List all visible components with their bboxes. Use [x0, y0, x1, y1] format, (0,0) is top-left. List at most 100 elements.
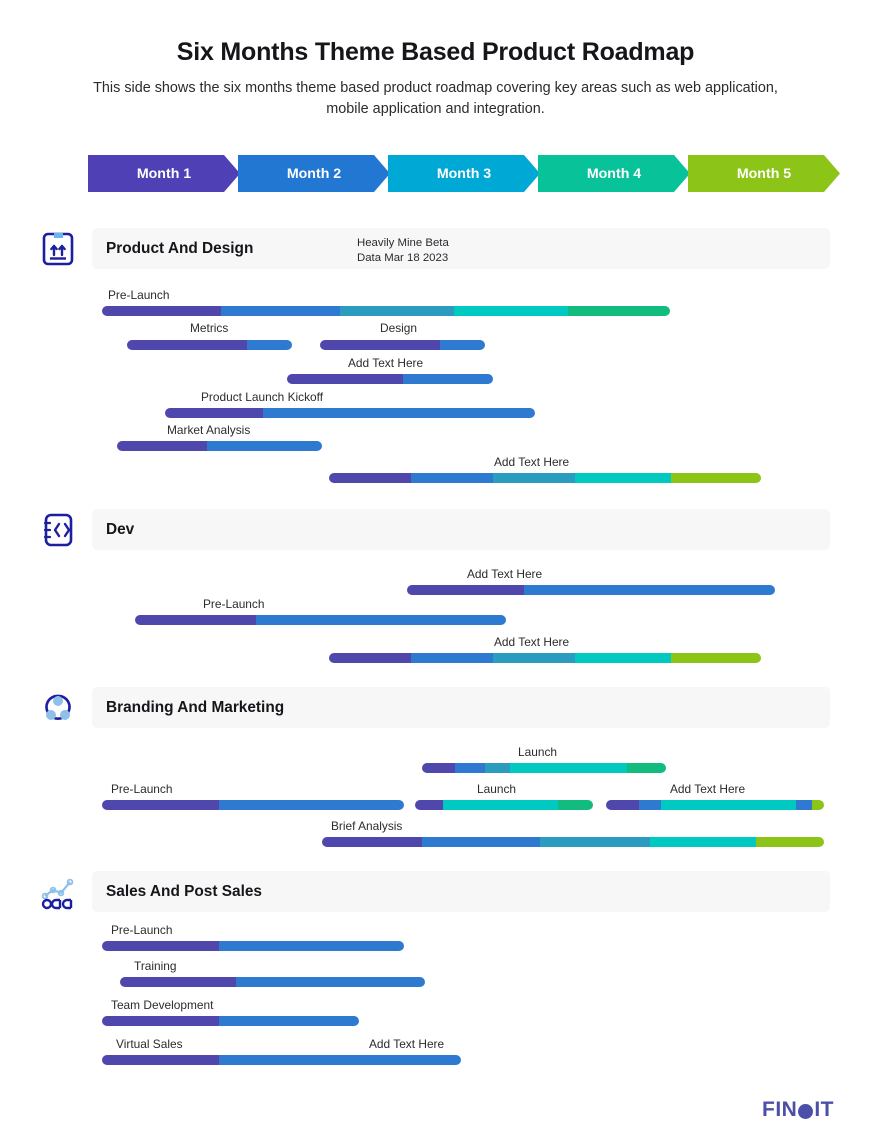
bar-label: Virtual Sales [116, 1037, 183, 1051]
task-bar-segment [102, 306, 221, 316]
section-header-2: Dev [92, 509, 830, 550]
month-chevron-2[interactable]: Month 2 [238, 155, 390, 192]
task-bar-segment [102, 941, 219, 951]
task-bar-segment [219, 1016, 359, 1026]
logo-text-left: FIN [762, 1098, 798, 1121]
task-bar[interactable] [102, 306, 670, 316]
task-bar-segment [606, 800, 639, 810]
task-bar[interactable] [117, 441, 322, 451]
bar-label: Design [380, 321, 418, 335]
month-label: Month 3 [436, 165, 492, 182]
task-bar[interactable] [407, 585, 775, 595]
month-chevron-4[interactable]: Month 4 [538, 155, 690, 192]
task-bar-segment [411, 653, 493, 663]
bar-label: Market Analysis [167, 423, 251, 437]
task-bar[interactable] [120, 977, 425, 987]
branding-circles-icon [41, 690, 75, 726]
task-bar-segment [796, 800, 812, 810]
section-header-3: Branding And Marketing [92, 687, 830, 728]
task-bar[interactable] [322, 837, 824, 847]
bar-label: Pre-Launch [111, 782, 173, 796]
bar-label: Training [134, 959, 177, 973]
task-bar-segment [320, 340, 440, 350]
page-subtitle: This side shows the six months theme bas… [93, 80, 778, 117]
logo-globe-icon [798, 1103, 814, 1119]
bar-label: Team Development [111, 998, 214, 1012]
task-bar-segment [493, 653, 575, 663]
bar-label: Product Launch Kickoff [201, 390, 324, 404]
task-bar-segment [247, 340, 292, 350]
section-title: Branding And Marketing [106, 698, 285, 716]
task-bar[interactable] [329, 653, 761, 663]
task-bar-segment [440, 340, 485, 350]
task-bar-segment [661, 800, 796, 810]
task-bar-segment [102, 800, 219, 810]
task-bar[interactable] [102, 800, 404, 810]
task-bar-segment [102, 1055, 219, 1065]
task-bar-segment [671, 653, 761, 663]
task-bar-segment [102, 1016, 219, 1026]
task-bar[interactable] [320, 340, 485, 350]
task-bar-segment [485, 763, 510, 773]
bar-label: Launch [477, 782, 517, 796]
bar-label: Add Text Here [348, 356, 424, 370]
task-bar-segment [575, 653, 671, 663]
month-label: Month 1 [136, 165, 192, 182]
section-title: Dev [106, 520, 135, 538]
task-bar[interactable] [102, 1055, 461, 1065]
task-bar-segment [443, 800, 558, 810]
task-bar[interactable] [422, 763, 666, 773]
month-chevron-1[interactable]: Month 1 [88, 155, 240, 192]
bar-label: Add Text Here [670, 782, 746, 796]
task-bar-segment [263, 408, 535, 418]
task-bar[interactable] [287, 374, 493, 384]
task-bar-segment [236, 977, 425, 987]
task-bar-segment [256, 615, 506, 625]
month-chevron-3[interactable]: Month 3 [388, 155, 540, 192]
task-bar-segment [415, 800, 443, 810]
task-bar-segment [219, 941, 404, 951]
task-bar-segment [510, 763, 627, 773]
month-chevron-5[interactable]: Month 5 [688, 155, 840, 192]
task-bar-segment [422, 763, 455, 773]
task-bar-segment [221, 306, 340, 316]
month-label: Month 4 [586, 165, 642, 182]
bar-label: Launch [518, 745, 558, 759]
bar-label: Metrics [190, 321, 229, 335]
task-bar[interactable] [102, 941, 404, 951]
task-bar[interactable] [127, 340, 292, 350]
task-bar-segment [568, 306, 670, 316]
task-bar-segment [403, 374, 493, 384]
task-bar[interactable] [102, 1016, 359, 1026]
section-header-4: Sales And Post Sales [92, 871, 830, 912]
task-bar-segment [812, 800, 824, 810]
page-title: Six Months Theme Based Product Roadmap [176, 38, 695, 66]
task-bar-segment [627, 763, 666, 773]
month-label: Month 5 [736, 165, 792, 182]
bar-label: Add Text Here [369, 1037, 445, 1051]
section-note-line1: Heavily Mine Beta [357, 237, 449, 249]
task-bar-segment [540, 837, 650, 847]
task-bar[interactable] [415, 800, 593, 810]
task-bar-segment [219, 1055, 461, 1065]
bar-label: Pre-Launch [108, 288, 170, 302]
bar-label: Add Text Here [494, 455, 570, 469]
task-bar-segment [165, 408, 263, 418]
task-bar-segment [407, 585, 524, 595]
bar-label: Pre-Launch [111, 923, 173, 937]
task-bar[interactable] [606, 800, 824, 810]
bar-label: Add Text Here [467, 567, 543, 581]
task-bar-segment [575, 473, 671, 483]
bar-label: Add Text Here [494, 635, 570, 649]
task-bar[interactable] [165, 408, 535, 418]
task-bar[interactable] [329, 473, 761, 483]
section-title: Sales And Post Sales [106, 882, 262, 900]
task-bar-segment [287, 374, 403, 384]
task-bar-segment [639, 800, 661, 810]
task-bar-segment [322, 837, 422, 847]
task-bar-segment [340, 306, 454, 316]
task-bar[interactable] [135, 615, 506, 625]
